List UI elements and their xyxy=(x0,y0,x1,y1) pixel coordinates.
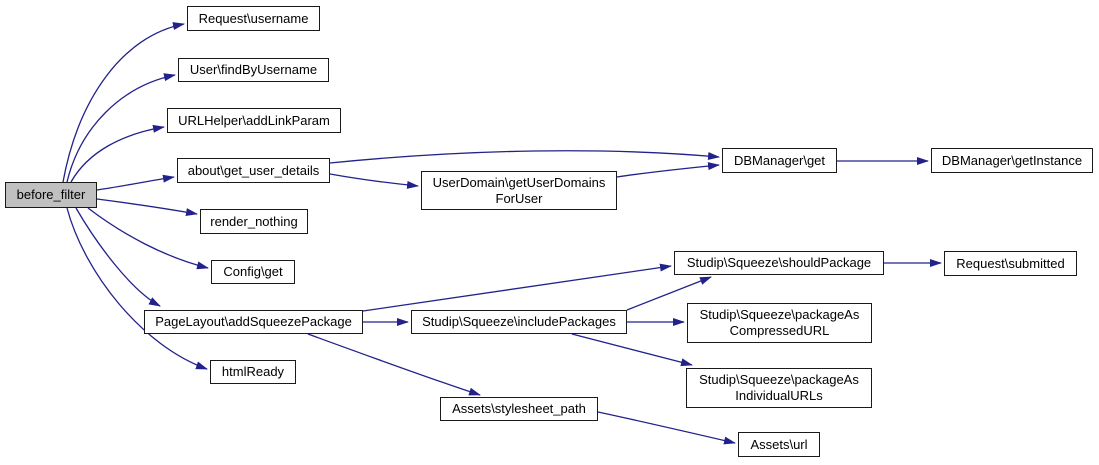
node-dbmanager-get[interactable]: DBManager\get xyxy=(722,148,837,173)
edge-squeeze_includePackages-to-squeeze_shouldPackage xyxy=(626,276,712,311)
node-pagelayout-addsqueezepackage[interactable]: PageLayout\addSqueezePackage xyxy=(144,310,363,334)
node-user-findbyusername[interactable]: User\findByUsername xyxy=(178,58,329,82)
edge-squeeze_includePackages-to-squeeze_packageAsIndividualURLs xyxy=(571,333,693,367)
node-squeeze-includepackages[interactable]: Studip\Squeeze\includePackages xyxy=(411,310,627,334)
node-squeeze-packageasindividualurls[interactable]: Studip\Squeeze\packageAs IndividualURLs xyxy=(686,368,872,408)
node-request-username[interactable]: Request\username xyxy=(187,6,320,31)
edge-assets_stylesheet_path-to-assets_url xyxy=(597,411,736,445)
node-assets-url[interactable]: Assets\url xyxy=(738,432,820,457)
edge-userdomain_getUserDomainsForUser-to-dbmanager_get xyxy=(616,162,720,178)
node-squeeze-shouldpackage[interactable]: Studip\Squeeze\shouldPackage xyxy=(674,251,884,275)
edge-about_get_user_details-to-userdomain_getUserDomainsForUser xyxy=(329,173,419,189)
edge-before_filter-to-config_get xyxy=(87,207,209,270)
node-request-submitted[interactable]: Request\submitted xyxy=(944,251,1077,276)
node-dbmanager-getinstance[interactable]: DBManager\getInstance xyxy=(931,148,1093,173)
node-before-filter: before_filter xyxy=(5,182,97,208)
node-urlhelper-addlinkparam[interactable]: URLHelper\addLinkParam xyxy=(167,108,341,133)
node-squeeze-packageascompressedurl[interactable]: Studip\Squeeze\packageAs CompressedURL xyxy=(687,303,872,343)
edge-before_filter-to-user_findByUsername xyxy=(66,73,176,183)
edge-pagelayout_addSqueezePackage-to-assets_stylesheet_path xyxy=(307,333,481,396)
node-render-nothing[interactable]: render_nothing xyxy=(200,209,308,234)
edge-before_filter-to-request_username xyxy=(62,22,185,183)
edge-before_filter-to-urlhelper_addLinkParam xyxy=(70,124,165,183)
edge-about_get_user_details-to-dbmanager_get xyxy=(329,150,720,164)
edge-before_filter-to-render_nothing xyxy=(96,198,198,217)
node-htmlready[interactable]: htmlReady xyxy=(210,360,296,384)
edge-pagelayout_addSqueezePackage-to-squeeze_shouldPackage xyxy=(362,263,672,312)
edge-before_filter-to-pagelayout_addSqueezePackage xyxy=(75,207,161,307)
node-about-get-user-details[interactable]: about\get_user_details xyxy=(177,158,330,183)
edge-before_filter-to-about_get_user_details xyxy=(96,174,175,191)
node-assets-stylesheet-path[interactable]: Assets\stylesheet_path xyxy=(440,397,598,421)
node-config-get[interactable]: Config\get xyxy=(211,260,295,284)
edge-before_filter-to-htmlready xyxy=(66,207,208,370)
node-userdomain-getuserdomainsforuser[interactable]: UserDomain\getUserDomains ForUser xyxy=(421,171,617,210)
